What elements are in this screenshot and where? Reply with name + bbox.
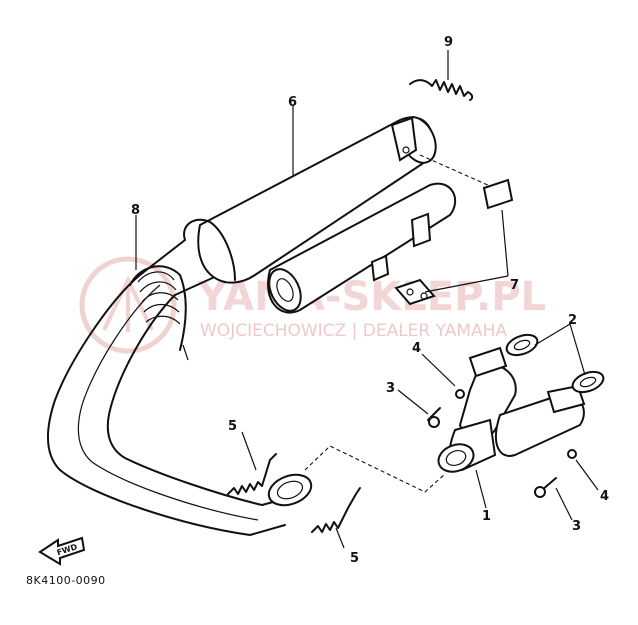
assembly-lines: [304, 154, 491, 493]
callout-2: 2: [568, 313, 577, 328]
watermark-title: YAMA-SKLEP.PL: [197, 274, 546, 320]
fwd-arrow-icon: [38, 536, 86, 566]
callout-7: 7: [510, 278, 519, 293]
callout-4-lower: 4: [600, 489, 609, 504]
callout-8: 8: [131, 203, 140, 218]
watermark-logo-icon: [79, 256, 177, 354]
watermark: YAMA-SKLEP.PL WOJCIECHOWICZ | DEALER YAM…: [79, 256, 546, 354]
callout-4-upper: 4: [412, 341, 421, 356]
gaskets: [505, 333, 605, 394]
exhaust-pipe: [47, 239, 313, 536]
callout-3-lower: 3: [572, 519, 581, 534]
fasteners: [427, 389, 577, 498]
callout-9: 9: [444, 35, 453, 50]
exhaust-header: [437, 346, 586, 473]
callout-6: 6: [288, 95, 297, 110]
diagram-code: 8K4100-0090: [26, 574, 106, 587]
spring: [409, 79, 474, 101]
callout-5-lower: 5: [350, 551, 359, 566]
callouts: 9 6 8 7 2 4 3 5 4 1 3 5: [131, 35, 609, 566]
watermark-subtitle: WOJCIECHOWICZ | DEALER YAMAHA: [200, 321, 507, 341]
fwd-arrow: FWD: [38, 536, 86, 566]
watermark-tuning-fork-icon: [102, 275, 154, 332]
damper-pads: [394, 178, 514, 306]
callout-1: 1: [482, 509, 491, 524]
callout-3-upper: 3: [386, 381, 395, 396]
joint-springs: [227, 453, 361, 533]
pipe-heat-cover: [129, 265, 189, 361]
callout-5-upper: 5: [228, 419, 237, 434]
leader-lines: [135, 50, 599, 549]
muffler: [183, 116, 457, 314]
